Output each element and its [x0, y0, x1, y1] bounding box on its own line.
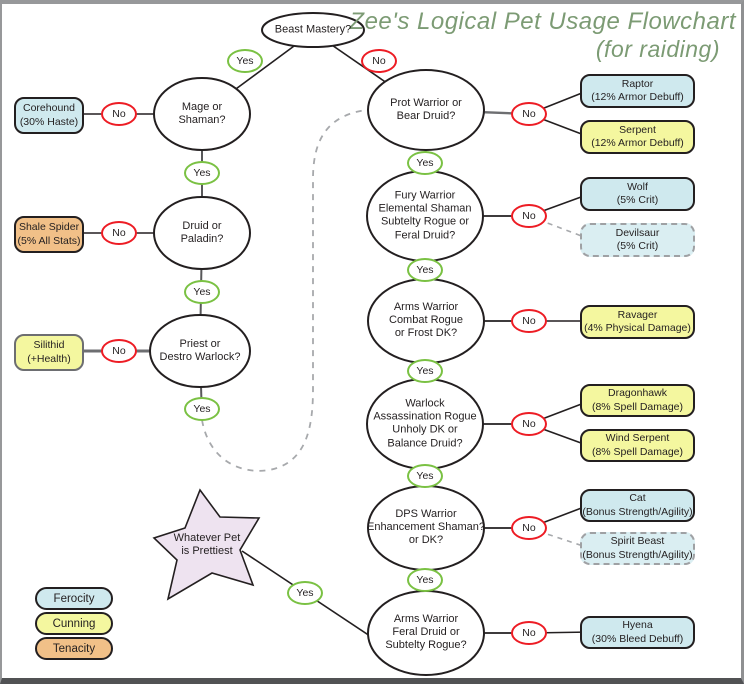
- yes-badge-priest-warlock: Yes: [184, 397, 220, 421]
- legend-tenacity: Tenacity: [35, 637, 113, 660]
- yes-badge-beast-mastery: Yes: [227, 49, 263, 73]
- label-druid-paladin: Druid or Paladin?: [180, 219, 224, 245]
- pet-box-wind-serpent: Wind Serpent (8% Spell Damage): [580, 429, 695, 462]
- pet-box-shale-spider: Shale Spider (5% All Stats): [14, 216, 84, 253]
- legend-ferocity: Ferocity: [35, 587, 113, 610]
- pet-box-raptor: Raptor (12% Armor Debuff): [580, 74, 695, 108]
- pet-box-hyena: Hyena (30% Bleed Debuff): [580, 616, 695, 649]
- chart-title-line1: Zee's Logical Pet Usage Flowchart: [349, 8, 736, 35]
- label-arms-combat-frost: Arms Warrior Combat Rogue or Frost DK?: [389, 301, 463, 340]
- yes-badge-dps-group: Yes: [407, 568, 443, 592]
- node-priest-warlock: [149, 314, 251, 388]
- yes-badge-arms-combat-frost: Yes: [407, 359, 443, 383]
- pet-box-spirit-beast: Spirit Beast (Bonus Strength/Agility): [580, 532, 695, 565]
- no-badge-fury-group: No: [511, 204, 547, 228]
- star-shape: [152, 488, 261, 601]
- pet-box-serpent: Serpent (12% Armor Debuff): [580, 120, 695, 154]
- pet-box-silithid: Silithid (+Health): [14, 334, 84, 371]
- node-mage-shaman: [153, 77, 251, 151]
- yes-badge-star: Yes: [287, 581, 323, 605]
- pet-box-devilsaur: Devilsaur (5% Crit): [580, 223, 695, 257]
- yes-badge-druid-paladin: Yes: [184, 280, 220, 304]
- no-badge-mage-shaman: No: [101, 102, 137, 126]
- chart-title-line2: (for raiding): [595, 35, 720, 62]
- pet-box-cat: Cat (Bonus Strength/Agility): [580, 489, 695, 522]
- no-badge-druid-paladin: No: [101, 221, 137, 245]
- node-prot-bear: [367, 69, 485, 151]
- no-badge-beast-mastery: No: [361, 49, 397, 73]
- yes-badge-warlock-group: Yes: [407, 464, 443, 488]
- label-prot-bear: Prot Warrior or Bear Druid?: [390, 96, 462, 122]
- node-druid-paladin: [153, 196, 251, 270]
- label-dps-group: DPS Warrior Enhancement Shaman? or DK?: [366, 508, 486, 547]
- label-arms-feral-sub: Arms Warrior Feral Druid or Subtelty Rog…: [385, 613, 467, 652]
- no-badge-arms-feral-sub: No: [511, 621, 547, 645]
- label-beast-mastery: Beast Mastery?: [274, 23, 352, 36]
- pet-box-corehound: Corehound (30% Haste): [14, 97, 84, 134]
- label-warlock-group: Warlock Assassination Rogue Unholy DK or…: [373, 397, 477, 450]
- flowchart-wires: [76, 12, 593, 676]
- no-badge-priest-warlock: No: [101, 339, 137, 363]
- pet-box-dragonhawk: Dragonhawk (8% Spell Damage): [580, 384, 695, 417]
- no-badge-arms-combat-frost: No: [511, 309, 547, 333]
- no-badge-prot-bear: No: [511, 102, 547, 126]
- node-beast-mastery: [261, 12, 365, 48]
- label-mage-shaman: Mage or Shaman?: [178, 100, 226, 126]
- label-fury-group: Fury Warrior Elemental Shaman Subtelty R…: [378, 189, 472, 242]
- label-priest-warlock: Priest or Destro Warlock?: [159, 337, 241, 363]
- pet-box-wolf: Wolf (5% Crit): [580, 177, 695, 211]
- no-badge-dps-group: No: [511, 516, 547, 540]
- legend-cunning: Cunning: [35, 612, 113, 635]
- chart-title: Zee's Logical Pet Usage Flowchart (for r…: [349, 8, 736, 62]
- yes-badge-mage-shaman: Yes: [184, 161, 220, 185]
- label-star: Whatever Pet is Prettiest: [173, 531, 241, 557]
- yes-badge-fury-group: Yes: [407, 258, 443, 282]
- yes-badge-prot-bear: Yes: [407, 151, 443, 175]
- pet-box-ravager: Ravager (4% Physical Damage): [580, 305, 695, 339]
- no-badge-warlock-group: No: [511, 412, 547, 436]
- edge-dashed-loop: [201, 109, 367, 472]
